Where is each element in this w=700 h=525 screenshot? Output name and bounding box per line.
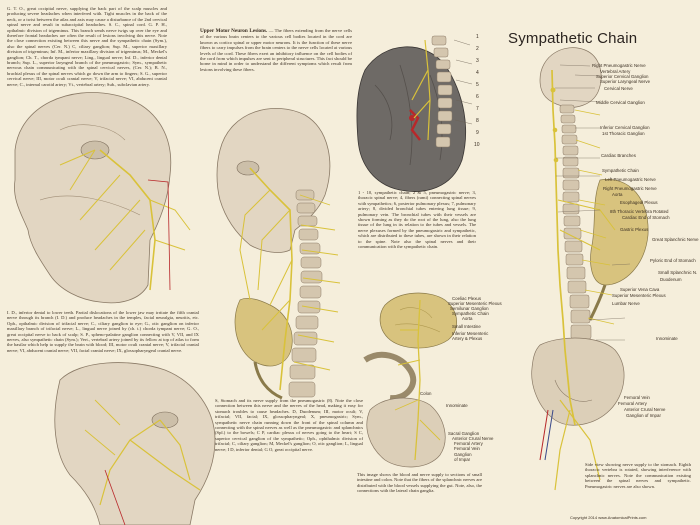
torso-illustration [216,108,341,400]
text-upper-motor-body: Upper Motor Neuron Lesions. — The fibers… [200,28,352,72]
lung-number: 2 [476,46,479,52]
lung-number: 4 [476,70,479,76]
gut-label: Ganglion [454,452,472,457]
chain-label: Ganglion of Impar [626,413,661,418]
chain-label: Superior Cervical Ganglion [596,74,649,79]
chain-label: Inferior Cervical Ganglion [600,125,650,130]
chain-label: Cardiac Branches [601,153,636,158]
lung-number: 7 [476,106,479,112]
chain-label: Cardiac End of Stomach [622,215,670,220]
lung-number: 8 [476,118,479,124]
text-lung-caption-body: 1 - 10, sympathetic chain; 2 & 5, pneumo… [358,190,476,250]
gut-label: Aorta [462,316,473,321]
head-illustration-top [14,92,191,304]
upper-motor-heading: Upper Motor Neuron Lesions. [200,28,268,34]
lung-illustration [356,35,473,192]
lung-number: 6 [476,94,479,100]
chain-label: Superior Vena Cava [620,287,660,292]
chain-label: Femoral Artery [618,401,647,406]
lung-number: 3 [476,58,479,64]
lung-number: 1 [476,34,479,40]
text-side-view-caption-body: Side view showing nerve supply to the st… [585,462,691,489]
chain-label: Vertebral Artery [600,69,631,74]
text-block-side-view-caption: Side view showing nerve supply to the st… [585,462,691,489]
chain-label: Middle Cervical Ganglion [596,100,645,105]
gut-label: Artery & Plexus [452,336,483,341]
gut-label: Inferior Mesenteric [452,331,489,336]
text-top-left-body: G. T. O., great occipital nerve, supplyi… [7,6,167,87]
gut-label: Semilunar Ganglion [450,306,489,311]
text-block-top-left: G. T. O., great occipital nerve, supplyi… [7,6,167,87]
chain-label: Gastric Plexus [620,227,649,232]
chain-label: Cervical Nerve [604,86,633,91]
chain-label: Pyloric End of Stomach [650,258,696,263]
chain-label: Right Pneumogastric Nerve [603,186,657,191]
spine-chain-illustration [531,47,649,491]
chain-label: 8th Thoracic Vertebra Rotated [610,209,669,214]
head-illustration-bottom [54,362,216,525]
lung-number: 9 [476,130,479,136]
chain-label: Left Pneumogastric Nerve [605,177,656,182]
lung-number: 5 [476,82,479,88]
chain-label: Right Pneumogastric Nerve [592,63,646,68]
intestine-illustration [363,292,457,468]
gut-label: of Impar [454,457,471,462]
text-block-middle-left: I. D., inferior dental to lower teeth. P… [7,310,199,353]
text-block-intestine-caption: This image shows the blood and nerve sup… [357,472,482,494]
chain-label: Superior Mesenteric Plexus [612,293,666,298]
chain-label: Innominate [656,336,678,341]
text-block-upper-motor: Upper Motor Neuron Lesions. — The fibers… [200,28,352,72]
gut-label: Superior Mesenteric Plexus [448,301,502,306]
gut-label: Colon [420,391,432,396]
text-middle-left-body: I. D., inferior dental to lower teeth. P… [7,310,199,353]
gut-label: Anterior Crural Nerve [452,436,494,441]
chain-label: Lumbar Nerve [612,301,640,306]
gut-label: Small Intestine [452,324,481,329]
chain-label: Femoral Vein [624,395,650,400]
gut-label: Femoral Vein [454,446,480,451]
chain-label: Sympathetic Chain [602,168,639,173]
chain-label: Great Splanchnic Nerve [652,237,699,242]
chain-label: Esophageal Plexus [620,200,658,205]
lung-number: 10 [474,142,480,148]
gut-label: Innominate [446,403,468,408]
text-intestine-caption-body: This image shows the blood and nerve sup… [357,472,482,494]
chain-label: Small Splanchnic N. [658,270,698,275]
chain-label: 1st Thoracic Ganglion [602,131,645,136]
gut-label: Sacral Ganglion [448,431,480,436]
copyright-text: Copyright 2014 www.AnatomicalPrints.com [570,515,647,520]
text-stomach-caption-body: S, Stomach and its nerve supply from the… [215,398,363,452]
upper-motor-text: — The fibers extending from the nerve ce… [200,28,353,72]
text-block-lung-caption: 1 - 10, sympathetic chain; 2 & 5, pneumo… [358,190,476,249]
text-block-stomach-caption: S, Stomach and its nerve supply from the… [215,398,363,452]
chain-label: Aorta [612,192,623,197]
gut-label: Coeliac Plexus [452,296,482,301]
gut-label: Femoral Artery [454,441,483,446]
gut-label: Sympathetic Chain [452,311,489,316]
chain-label: Superior Laryngeal Nerve [600,79,651,84]
chain-label: Duodenum [660,277,682,282]
poster-title: Sympathetic Chain [508,30,638,47]
chain-label: Anterior Crural Nerve [624,407,666,412]
